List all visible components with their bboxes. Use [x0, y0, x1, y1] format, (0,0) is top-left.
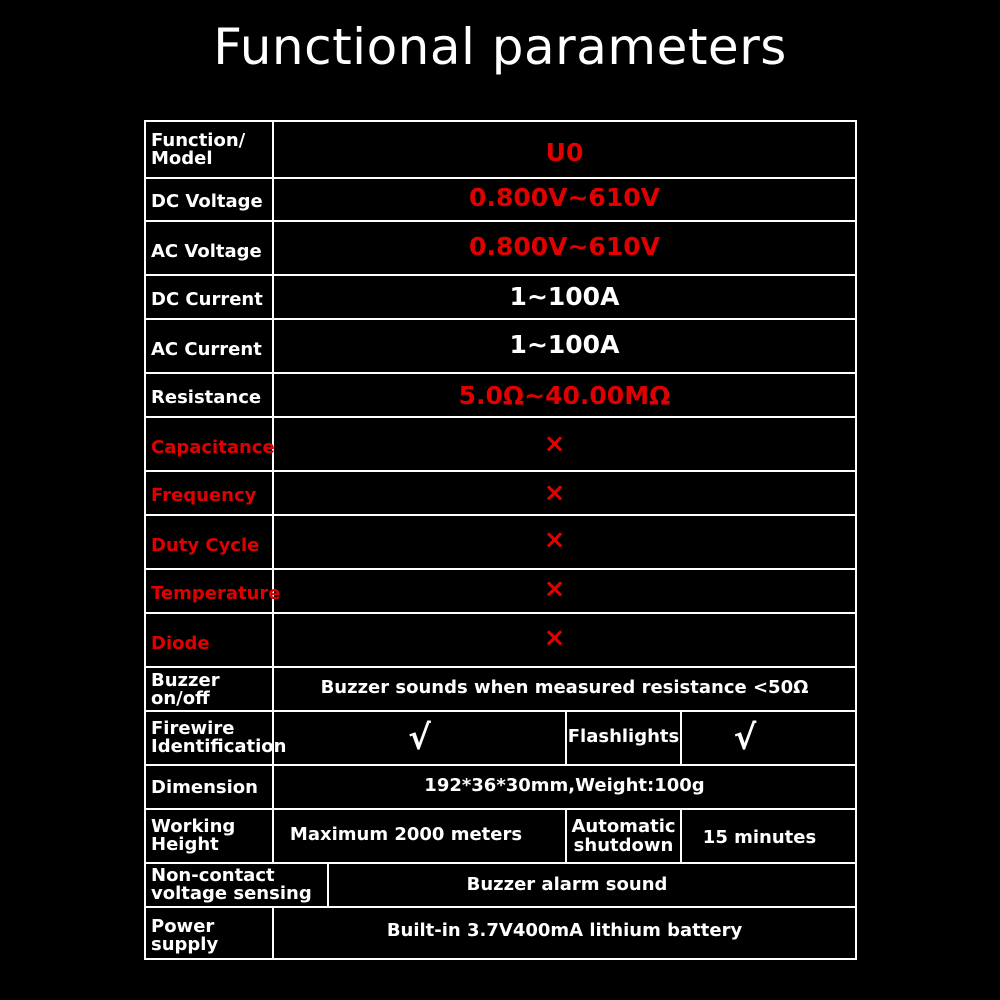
table-border-bottom: [144, 958, 857, 960]
column-divider: [680, 710, 682, 766]
row-label-firewire: Firewire Identification: [151, 718, 287, 757]
row-value-ncv: Buzzer alarm sound: [466, 873, 668, 895]
row-divider: [144, 666, 857, 668]
row-label-diode: Diode: [151, 633, 210, 654]
row-divider: [144, 862, 857, 864]
row-label-ac-current: AC Current: [151, 339, 262, 360]
row-divider: [144, 764, 857, 766]
row-label-buzzer: Buzzer on/off: [151, 670, 220, 709]
row-value-dc-voltage: 0.800V~610V: [469, 182, 660, 212]
row-label-dc-current: DC Current: [151, 289, 263, 310]
row-divider: [144, 808, 857, 810]
row-value-dimension: 192*36*30mm,Weight:100g: [424, 774, 705, 796]
row-divider: [144, 514, 857, 516]
row-label-dc-voltage: DC Voltage: [151, 191, 263, 212]
table-border-right: [855, 120, 857, 960]
row-label-dimension: Dimension: [151, 777, 258, 798]
row-label-resistance: Resistance: [151, 387, 262, 408]
row-divider: [144, 274, 857, 276]
row-label-flashlights: Flashlights: [567, 725, 680, 747]
row-divider: [144, 906, 857, 908]
row-label-temperature: Temperature: [151, 583, 281, 604]
row-label-automatic-shutdown: Automatic shutdown: [571, 816, 676, 856]
column-divider: [272, 120, 274, 862]
row-value-dc-current: 1~100A: [509, 281, 620, 311]
row-value-power-supply: Built-in 3.7V400mA lithium battery: [386, 919, 743, 941]
row-label-frequency: Frequency: [151, 485, 257, 506]
column-divider: [565, 710, 567, 766]
row-value-buzzer: Buzzer sounds when measured resistance <…: [320, 676, 809, 698]
row-label-working-height: Working Height: [151, 816, 236, 855]
row-divider: [144, 470, 857, 472]
row-divider: [144, 220, 857, 222]
row-divider: [144, 612, 857, 614]
row-label-ac-voltage: AC Voltage: [151, 241, 262, 262]
column-divider: [565, 808, 567, 864]
row-value-ac-current: 1~100A: [509, 329, 620, 359]
row-value-automatic-shutdown: 15 minutes: [702, 826, 817, 848]
row-divider: [144, 177, 857, 179]
row-label-power-supply: Power supply: [151, 916, 219, 955]
row-value-ac-voltage: 0.800V~610V: [469, 231, 660, 261]
table-border-left: [144, 120, 146, 960]
row-value-working-height: Maximum 2000 meters: [289, 823, 523, 845]
check-icon: √: [733, 718, 757, 758]
row-label-ncv: Non-contact voltage sensing: [151, 865, 312, 904]
row-label-duty-cycle: Duty Cycle: [151, 535, 260, 556]
row-divider: [144, 568, 857, 570]
table-border-top: [144, 120, 857, 122]
column-divider: [327, 862, 329, 908]
check-icon: √: [408, 718, 431, 758]
cross-icon: ×: [543, 574, 566, 604]
page-title: Functional parameters: [213, 18, 787, 76]
row-value-resistance: 5.0Ω~40.00MΩ: [458, 380, 671, 410]
row-divider: [144, 710, 857, 712]
column-divider: [680, 808, 682, 864]
row-value-model: U0: [545, 138, 584, 167]
cross-icon: ×: [543, 525, 566, 555]
cross-icon: ×: [543, 623, 566, 653]
cross-icon: ×: [543, 429, 566, 459]
column-divider: [272, 906, 274, 960]
row-divider: [144, 372, 857, 374]
row-label-capacitance: Capacitance: [151, 437, 275, 458]
row-label-model: Function/ Model: [151, 129, 246, 169]
row-divider: [144, 416, 857, 418]
row-divider: [144, 318, 857, 320]
cross-icon: ×: [543, 478, 566, 508]
